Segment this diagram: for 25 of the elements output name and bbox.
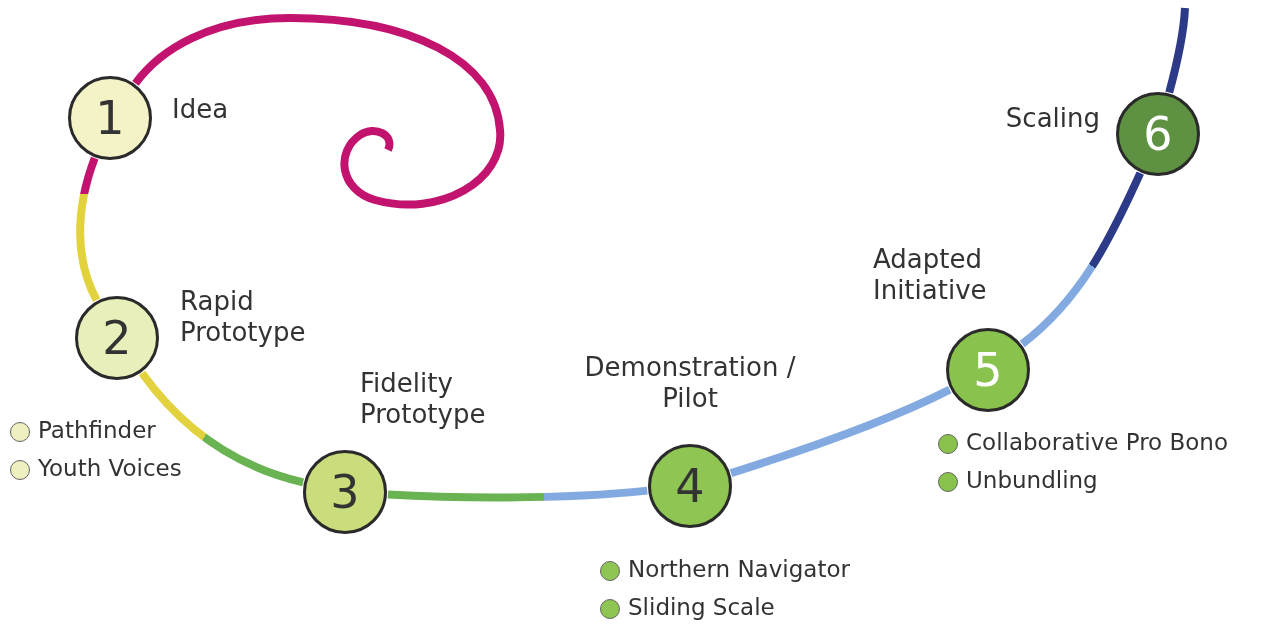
step-label: Fidelity Prototype: [360, 368, 487, 431]
path-segment: [76, 156, 101, 302]
step-number: 3: [330, 469, 360, 515]
step-label: Adapted Initiative: [873, 244, 988, 307]
bullet-text: Unbundling: [966, 467, 1098, 493]
bullet-text: Youth Voices: [38, 455, 182, 481]
step-label: Demonstration / Pilot: [583, 352, 797, 415]
step-number: 2: [102, 315, 132, 361]
path-segment: [1165, 7, 1189, 94]
step-label: Scaling: [1004, 103, 1100, 135]
bullet-text: Collaborative Pro Bono: [966, 429, 1228, 455]
step-number: 5: [973, 347, 1003, 393]
bullet-text: Pathfinder: [38, 417, 156, 443]
step-number: 6: [1143, 111, 1173, 157]
bullet-text: Sliding Scale: [628, 594, 775, 620]
step-number: 4: [675, 463, 705, 509]
path-segment: [387, 486, 648, 502]
step-label: Rapid Prototype: [180, 286, 307, 349]
step-number: 1: [95, 95, 125, 141]
path-segment: [138, 370, 305, 487]
bullet-text: Northern Navigator: [628, 556, 850, 582]
path-segment: [132, 14, 504, 209]
step-label: Idea: [172, 94, 230, 126]
path-segment: [1019, 171, 1144, 348]
path-segment: [729, 386, 952, 477]
